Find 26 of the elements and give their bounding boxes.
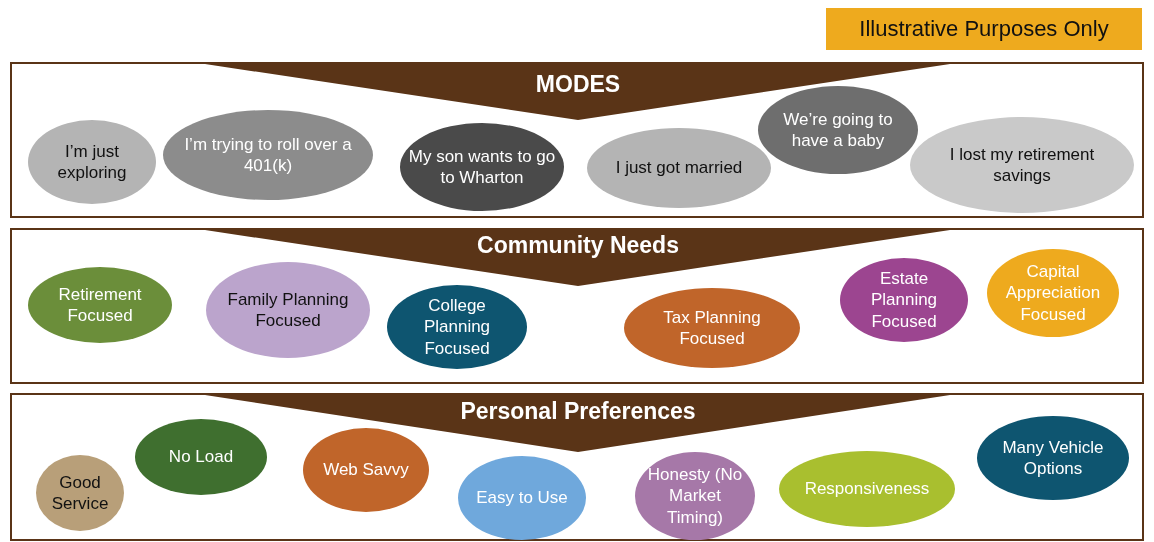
bubble-label: I lost my retirement savings [948, 143, 1096, 187]
bubble-label: Many Vehicle Options [1001, 436, 1105, 480]
bubble-label: I just got married [615, 157, 743, 179]
category-panel [10, 62, 1144, 218]
bubble-label: I’m trying to roll over a 401(k) [183, 133, 353, 177]
bubble-label: Tax Planning Focused [662, 306, 762, 350]
category-panel [10, 228, 1144, 384]
note-box: Illustrative Purposes Only [826, 8, 1142, 50]
bubble-label: Good Service [50, 471, 110, 515]
panel-heading: Personal Preferences [460, 398, 696, 425]
bubble-label: I’m just exploring [56, 140, 128, 184]
bubble-label: Responsiveness [804, 478, 930, 500]
bubble-label: Web Savvy [323, 459, 409, 481]
bubble-label: Honesty (No Market Timing) [647, 464, 743, 528]
category-panel [10, 393, 1144, 541]
bubble-label: We’re going to have a baby [782, 108, 894, 152]
bubble-label: Estate Planning Focused [869, 268, 939, 332]
bubble-label: Easy to Use [476, 487, 568, 509]
panel-heading: Community Needs [477, 232, 679, 259]
bubble-label: Family Planning Focused [226, 288, 350, 332]
panel-heading: MODES [535, 71, 621, 98]
bubble-label: Retirement Focused [57, 283, 143, 327]
bubble-label: College Planning Focused [422, 295, 492, 359]
bubble-label: No Load [168, 446, 234, 468]
bubble-label: My son wants to go to Wharton [407, 145, 557, 189]
bubble-label: Capital Appreciation Focused [1004, 261, 1102, 325]
